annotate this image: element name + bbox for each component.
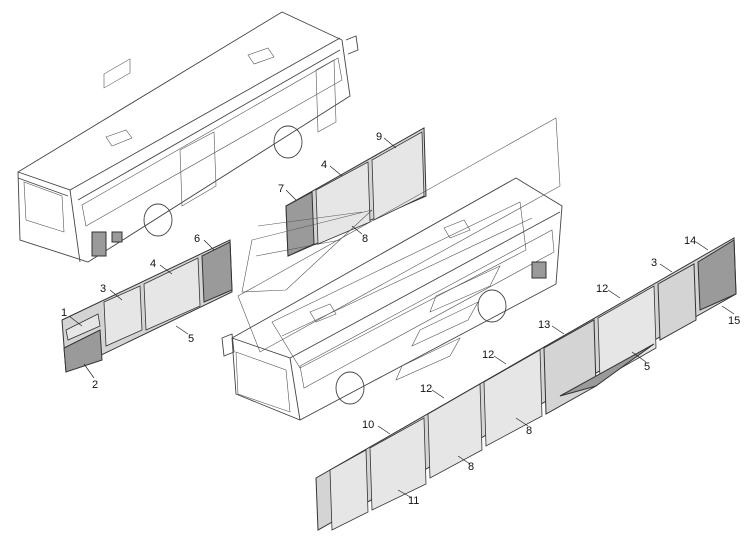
callout: 13 bbox=[538, 319, 550, 331]
callout: 4 bbox=[321, 159, 327, 171]
callout-labels: 1 2 3 4 5 6 4 7 8 9 14 3 15 12 13 5 12 1… bbox=[61, 131, 740, 507]
callout: 7 bbox=[278, 183, 284, 195]
callout: 12 bbox=[596, 283, 608, 295]
center-window-panel-set bbox=[285, 127, 427, 257]
callout: 5 bbox=[644, 361, 650, 373]
callout: 8 bbox=[362, 233, 368, 245]
callout: 9 bbox=[376, 131, 382, 143]
callout: 15 bbox=[728, 315, 740, 327]
callout: 8 bbox=[526, 425, 532, 437]
callout: 11 bbox=[408, 495, 419, 507]
right-side-panel-set bbox=[315, 237, 737, 531]
bus-front-view bbox=[221, 177, 563, 421]
callout: 2 bbox=[92, 379, 98, 391]
callout: 10 bbox=[362, 419, 374, 431]
callout: 8 bbox=[468, 461, 474, 473]
callout: 14 bbox=[684, 235, 696, 247]
left-side-panel-set bbox=[61, 239, 233, 373]
callout: 3 bbox=[651, 257, 657, 269]
bus-rear-view bbox=[17, 11, 359, 263]
leader-lines bbox=[68, 137, 735, 499]
callout: 3 bbox=[100, 283, 106, 295]
callout: 1 bbox=[61, 307, 67, 319]
callout: 4 bbox=[150, 258, 156, 270]
callout: 5 bbox=[188, 333, 194, 345]
callout: 12 bbox=[420, 383, 432, 395]
callout: 12 bbox=[482, 349, 494, 361]
callout: 6 bbox=[194, 233, 200, 245]
exploded-outline-frame bbox=[237, 117, 561, 381]
